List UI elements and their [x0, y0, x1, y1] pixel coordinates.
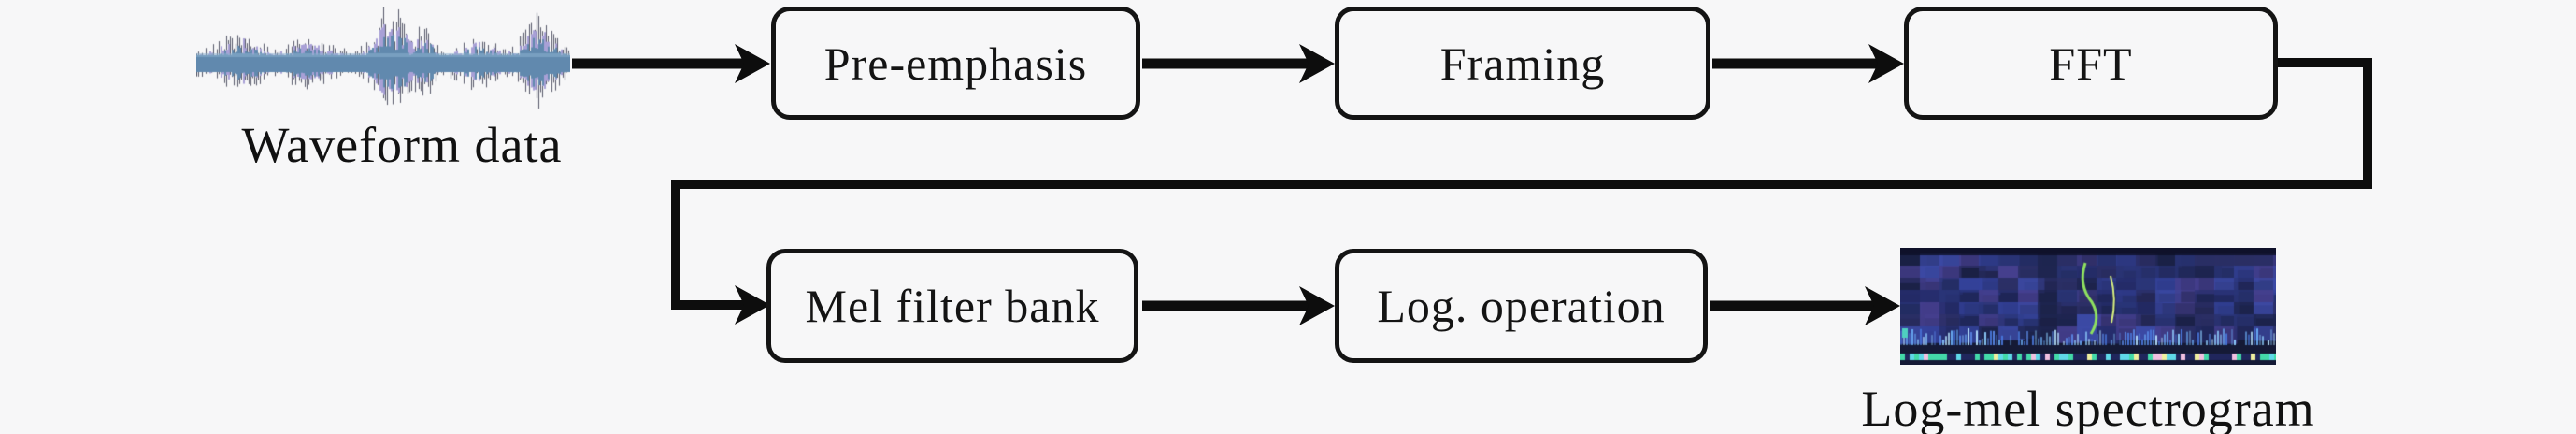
node-mel-filter-bank-label: Mel filter bank: [805, 280, 1100, 332]
node-log-operation: Log. operation: [1335, 249, 1708, 363]
node-fft: FFT: [1904, 7, 2278, 120]
node-log-operation-label: Log. operation: [1377, 280, 1666, 332]
node-pre-emphasis-label: Pre-emphasis: [823, 36, 1088, 90]
waveform-caption: Waveform data: [241, 117, 563, 173]
waveform-image: [196, 7, 570, 120]
spectrogram-caption: Log-mel spectrogram: [1861, 381, 2315, 434]
node-fft-label: FFT: [2049, 36, 2133, 90]
arrow-heads: [735, 44, 1904, 326]
node-framing-label: Framing: [1439, 36, 1606, 90]
node-framing: Framing: [1335, 7, 1710, 120]
node-pre-emphasis: Pre-emphasis: [771, 7, 1140, 120]
node-mel-filter-bank: Mel filter bank: [766, 249, 1138, 363]
log-mel-spectrogram-image: [1900, 248, 2276, 365]
arrow-fft-to-mel-elbow: [671, 58, 2372, 310]
